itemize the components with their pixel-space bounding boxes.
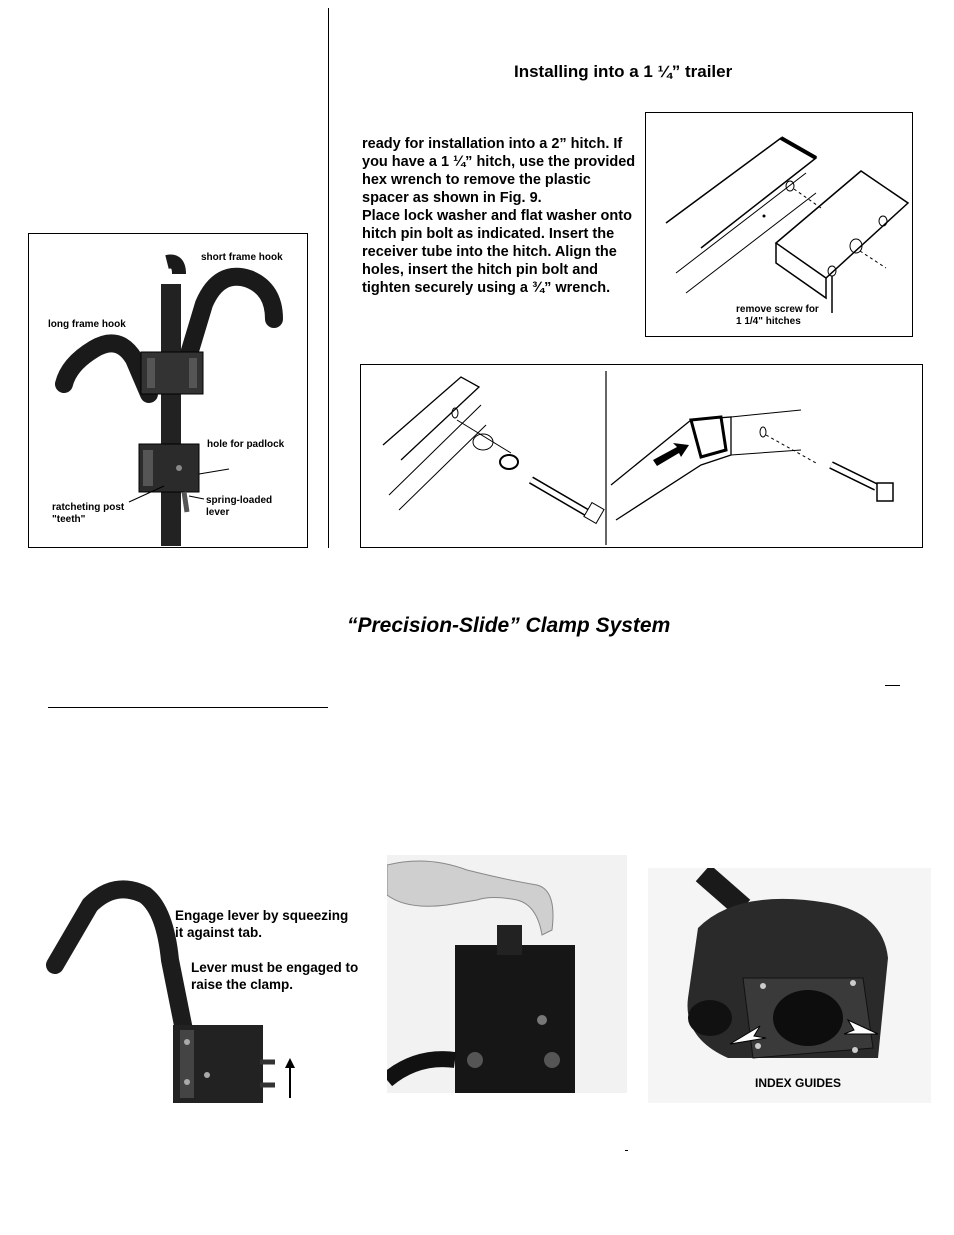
receiver-tube-spacer-illustration — [665, 136, 910, 313]
label-ratcheting-post-teeth: ratcheting post "teeth" — [52, 502, 125, 525]
caption-raise-clamp: Lever must be engaged to raise the clamp… — [191, 960, 359, 992]
label-long-frame-hook: long frame hook — [48, 319, 126, 330]
short-rule — [885, 685, 900, 686]
label-hole-for-padlock: hole for padlock — [207, 439, 285, 450]
hook-clamp-illustration — [46, 880, 295, 1103]
clamp-index-guides-illustration — [687, 864, 888, 1059]
clamp-system-title: “Precision-Slide” Clamp System — [347, 614, 671, 637]
hitch-install-figure — [360, 364, 923, 548]
hitch-pin-bolt-illustration — [382, 371, 894, 545]
label-remove-screw: remove screw for 1 1/4" hitches — [736, 304, 819, 327]
hand-squeeze-photo — [381, 855, 627, 1093]
hand-squeezing-lever-illustration — [381, 860, 575, 1093]
clamp-lever-photo — [35, 870, 375, 1130]
horizontal-rule — [48, 707, 328, 708]
label-short-frame-hook: short frame hook — [201, 252, 283, 263]
index-guides-photo: INDEX GUIDES — [648, 864, 931, 1103]
column-divider — [328, 8, 329, 548]
small-dash — [625, 1150, 628, 1151]
section-title: Installing into a 1 ¼” trailer — [514, 62, 733, 81]
label-index-guides: INDEX GUIDES — [755, 1076, 842, 1090]
caption-engage-lever: Engage lever by squeezing it against tab… — [175, 908, 349, 940]
bike-rack-mast-illustration — [55, 254, 283, 546]
installation-instructions: ready for installation into a 2” hitch. … — [362, 136, 636, 296]
spacer-figure: remove screw for 1 1/4" hitches — [645, 112, 913, 337]
parts-figure: short frame hook long frame hook hole fo… — [28, 233, 308, 548]
label-spring-loaded-lever: spring-loaded lever — [206, 495, 273, 518]
